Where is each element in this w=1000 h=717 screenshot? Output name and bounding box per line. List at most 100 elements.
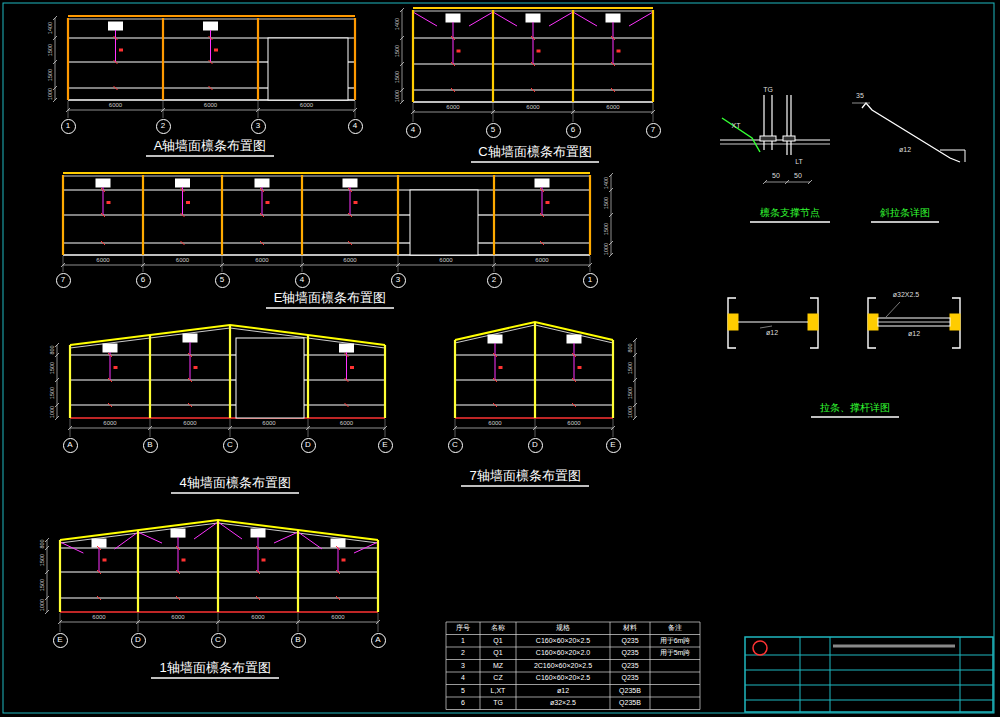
- dimension: 6000: [171, 614, 184, 621]
- knee-brace: [354, 542, 378, 553]
- wall-column: [67, 18, 69, 100]
- wall-column: [301, 175, 303, 255]
- purlin-brace-block: [343, 179, 357, 187]
- knee-brace: [218, 522, 242, 539]
- dimension-tick: [45, 538, 49, 542]
- dimension: 1500: [627, 361, 633, 373]
- wall-column: [142, 175, 144, 255]
- wall-column: [412, 10, 414, 102]
- dimension-tick: [491, 110, 495, 114]
- dimension: 6000: [103, 420, 116, 427]
- rod-mark: [260, 188, 264, 192]
- dimension: 6000: [92, 614, 105, 621]
- roof-line: [413, 7, 653, 9]
- dimension: 1500: [47, 69, 53, 81]
- purlin-brace-block: [535, 179, 549, 187]
- door-opening: [236, 338, 304, 418]
- detail-label: ø12: [908, 330, 920, 338]
- knee-brace: [549, 12, 573, 26]
- axis-bubble: A: [371, 633, 386, 648]
- knee-brace: [469, 12, 493, 26]
- dimension-line: [70, 428, 385, 429]
- dimension-tick: [141, 263, 145, 267]
- rod-mark: [499, 367, 502, 369]
- table-rule: [446, 697, 700, 698]
- wall-purlin: [258, 61, 268, 62]
- dimension-tick: [296, 620, 300, 624]
- rod-mark: [260, 241, 264, 245]
- table-cell: Q235: [621, 662, 638, 670]
- company-logo: [753, 641, 767, 655]
- dimension-tick: [61, 263, 65, 267]
- title-block-rule: [830, 637, 831, 712]
- wall-column: [221, 175, 223, 255]
- rod-mark: [215, 49, 218, 51]
- dimension-tick: [53, 98, 57, 102]
- knee-brace: [138, 532, 162, 543]
- dimension-line: [68, 110, 355, 111]
- wall-purlin: [398, 214, 410, 215]
- detail-label: TG: [763, 86, 773, 94]
- dimension-tick: [353, 108, 357, 112]
- rod-mark: [537, 50, 540, 52]
- table-cell: 用于5m跨: [660, 649, 691, 657]
- wall-column: [612, 340, 614, 418]
- dimension-tick: [45, 610, 49, 614]
- table-cell: 5: [461, 687, 465, 695]
- table-cell: C160×60×20×2.5: [536, 637, 590, 645]
- rod-mark: [209, 36, 213, 40]
- dimension-tick: [400, 8, 404, 12]
- rod-mark: [101, 188, 105, 192]
- sheet-frame: [3, 3, 994, 713]
- rod-mark: [451, 36, 455, 40]
- table-cell: 用于6m跨: [660, 637, 691, 645]
- purlin-brace-block: [171, 529, 185, 537]
- detail-title: 拉条、撑杆详图: [820, 402, 890, 413]
- rod-mark: [540, 241, 544, 245]
- dimension-tick: [633, 338, 637, 342]
- rod-mark: [611, 88, 615, 92]
- dimension-tick: [45, 570, 49, 574]
- knee-brace: [298, 532, 322, 549]
- door-opening: [410, 190, 478, 255]
- knee-brace: [493, 12, 517, 26]
- tie-rod: [878, 322, 950, 323]
- dimension: 6000: [446, 104, 459, 111]
- axis-bubble: 1: [583, 273, 598, 288]
- dimension-tick: [396, 263, 400, 267]
- table-cell: 备注: [668, 624, 682, 632]
- sag-rod: [115, 30, 116, 62]
- sag-rod: [190, 342, 191, 380]
- rod-mark: [345, 353, 349, 357]
- table-cell: CZ: [493, 674, 502, 682]
- axis-bubble: C: [211, 633, 226, 648]
- dimension-line: [413, 112, 653, 113]
- dimension-tick: [45, 546, 49, 550]
- table-cell: 6: [461, 699, 465, 707]
- view-title: C轴墙面檩条布置图: [478, 145, 591, 159]
- axis-bubble: A: [63, 438, 78, 453]
- wall-column: [59, 540, 61, 612]
- dimension: 6000: [526, 104, 539, 111]
- purlin-brace-block: [103, 344, 117, 352]
- dimension-tick: [633, 416, 637, 420]
- rod-mark: [97, 596, 101, 600]
- axis-bubble: D: [301, 438, 316, 453]
- purlin-web: [808, 314, 818, 330]
- dimension: 6000: [331, 614, 344, 621]
- dimension-tick: [66, 108, 70, 112]
- rod-mark: [97, 570, 101, 574]
- purlin-section: [940, 150, 965, 162]
- wall-purlin: [478, 242, 494, 243]
- detail-label: ø12: [766, 329, 778, 337]
- dimension-tick: [55, 353, 59, 357]
- table-cell: C160×60×20×2.0: [536, 649, 590, 657]
- dimension-tick: [533, 426, 537, 430]
- dimension: 6000: [255, 257, 268, 264]
- dimension-line: [455, 428, 613, 429]
- dimension: 6000: [176, 257, 189, 264]
- wall-column: [493, 175, 495, 255]
- dimension: 1500: [49, 361, 55, 373]
